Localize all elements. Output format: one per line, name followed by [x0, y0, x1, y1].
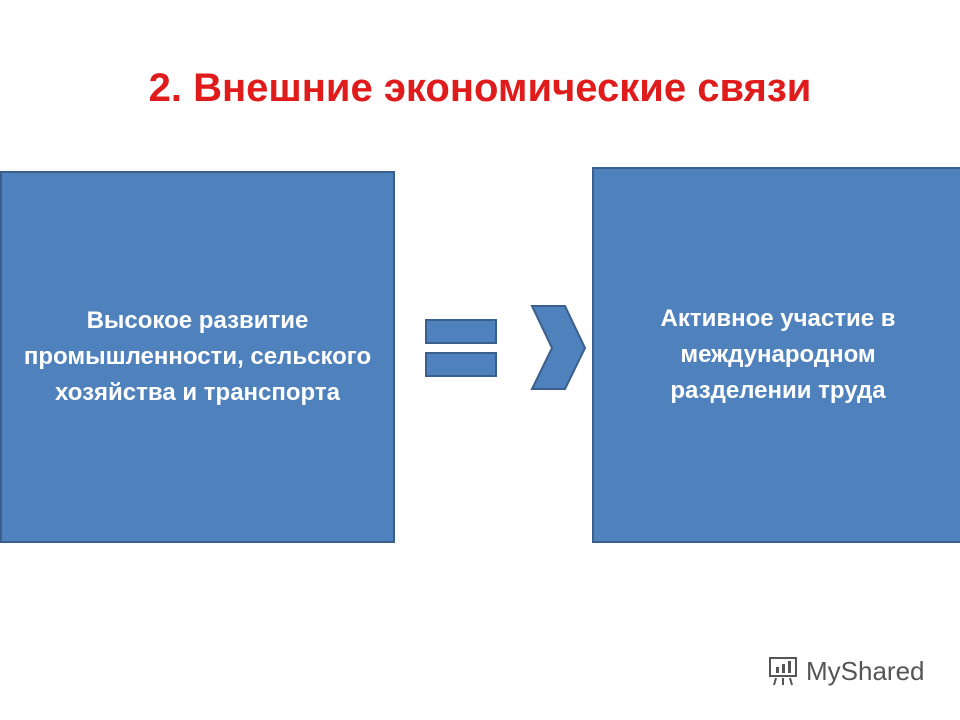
equals-bar-top	[425, 319, 497, 344]
watermark-logo: MyShared	[766, 654, 925, 688]
slide-title: 2. Внешние экономические связи	[148, 66, 812, 110]
cause-text: Высокое развитие промышленности, сельско…	[23, 307, 372, 406]
effect-text: Активное участие в международном разделе…	[660, 305, 896, 404]
equals-arrow-icon	[425, 305, 587, 390]
presentation-board-icon	[769, 657, 797, 686]
cause-box: Высокое развитие промышленности, сельско…	[0, 171, 395, 543]
effect-box: Активное участие в международном разделе…	[592, 167, 960, 543]
chevron-icon	[530, 305, 587, 390]
equals-bar-bottom	[425, 352, 497, 377]
watermark-text: MyShared	[806, 655, 925, 686]
